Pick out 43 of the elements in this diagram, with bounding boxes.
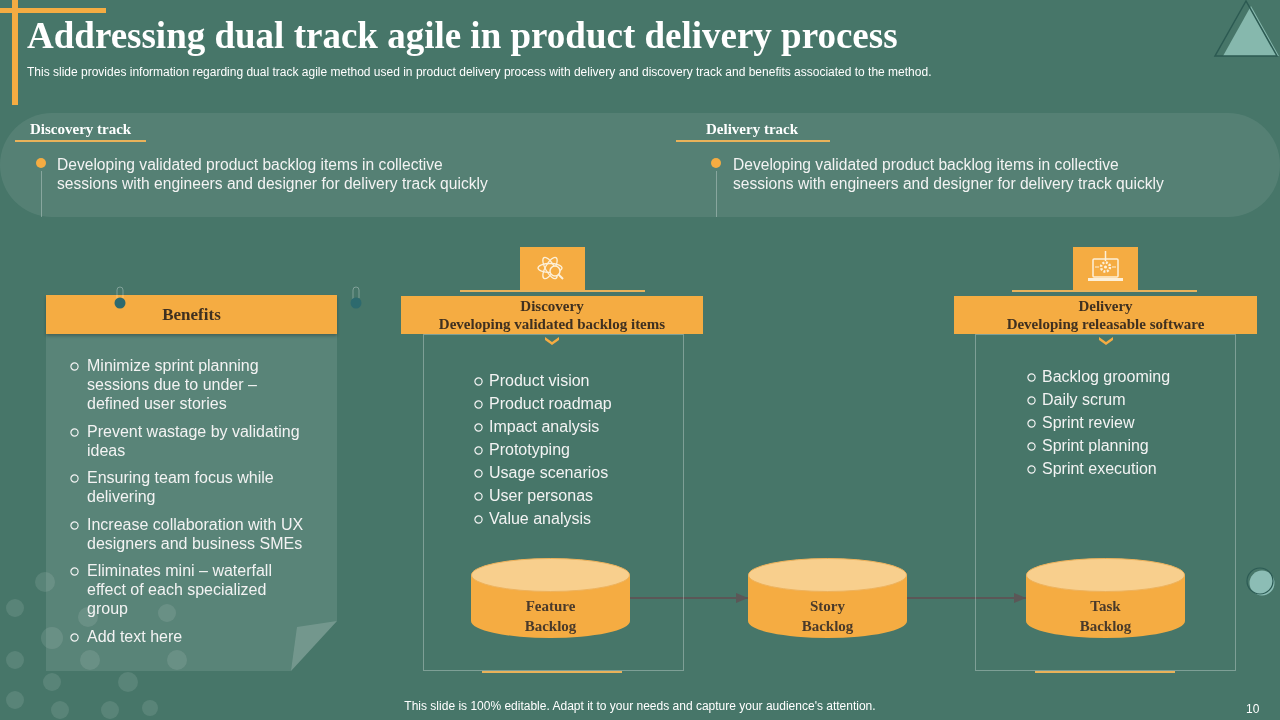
list-item: Product roadmap [489,394,612,413]
list-item: User personas [489,486,594,505]
list-item: Minimize sprint planning sessions due to under – defined user stories [87,356,260,413]
list-item: Daily scrum [1042,390,1126,409]
list-item: Product vision [489,371,590,390]
list-item: Impact analysis [489,417,600,436]
list-item: Sprint review [1042,413,1135,432]
backlog-cylinder [748,558,907,638]
cylinder-label: Task Backlog [1079,597,1132,636]
cylinder-label: Story Backlog [801,597,854,636]
list-item: Usage scenarios [489,463,609,482]
arrow [906,593,1027,603]
panel-subheading: Developing validated backlog items [438,315,666,333]
process-panel [401,296,703,673]
list-item: Prevent wastage by validating ideas [87,421,301,460]
process-panel [954,296,1257,673]
list-item: Add text here [87,626,183,646]
track-description: Developing validated product backlog items in collective sessions with engineers and designer for delivery track quickly [733,155,1165,193]
list-item: Sprint execution [1042,459,1157,478]
list-item: Ensuring team focus while delivering [87,468,275,506]
backlog-cylinder [471,558,630,638]
page-number: 10 [1246,702,1260,716]
slide-title: Addressing dual track agile in product delivery process [27,14,898,58]
track-heading: Delivery track [706,120,799,138]
panel-subheading: Developing releasable software [1006,315,1205,333]
list-item: Sprint planning [1042,436,1149,455]
track-heading: Discovery track [30,120,132,138]
list-item: Backlog grooming [1042,367,1171,386]
list-item: Eliminates mini – waterfall effect of each specialized group [87,561,273,618]
slide-subtitle: This slide provides information regarding dual track agile method used in product delivery process with delivery and discovery track and benefits associated to the method. [27,65,932,79]
footer-note: This slide is 100% editable. Adapt it to your needs and capture your audience's attention. [404,699,876,713]
list-item: Value analysis [489,509,591,528]
cylinder-label: Feature Backlog [524,597,577,636]
list-item: Prototyping [489,440,570,459]
panel-heading: Benefits [162,304,221,325]
panel-heading: Delivery [1078,297,1133,315]
arrow [629,593,749,603]
track-description: Developing validated product backlog items in collective sessions with engineers and designer for delivery track quickly [57,155,489,193]
track-band [0,113,1280,217]
backlog-cylinder [1026,558,1185,638]
list-item: Increase collaboration with UX designers and business SMEs [87,514,305,553]
benefits-board [46,295,337,671]
panel-heading: Discovery [520,297,584,315]
